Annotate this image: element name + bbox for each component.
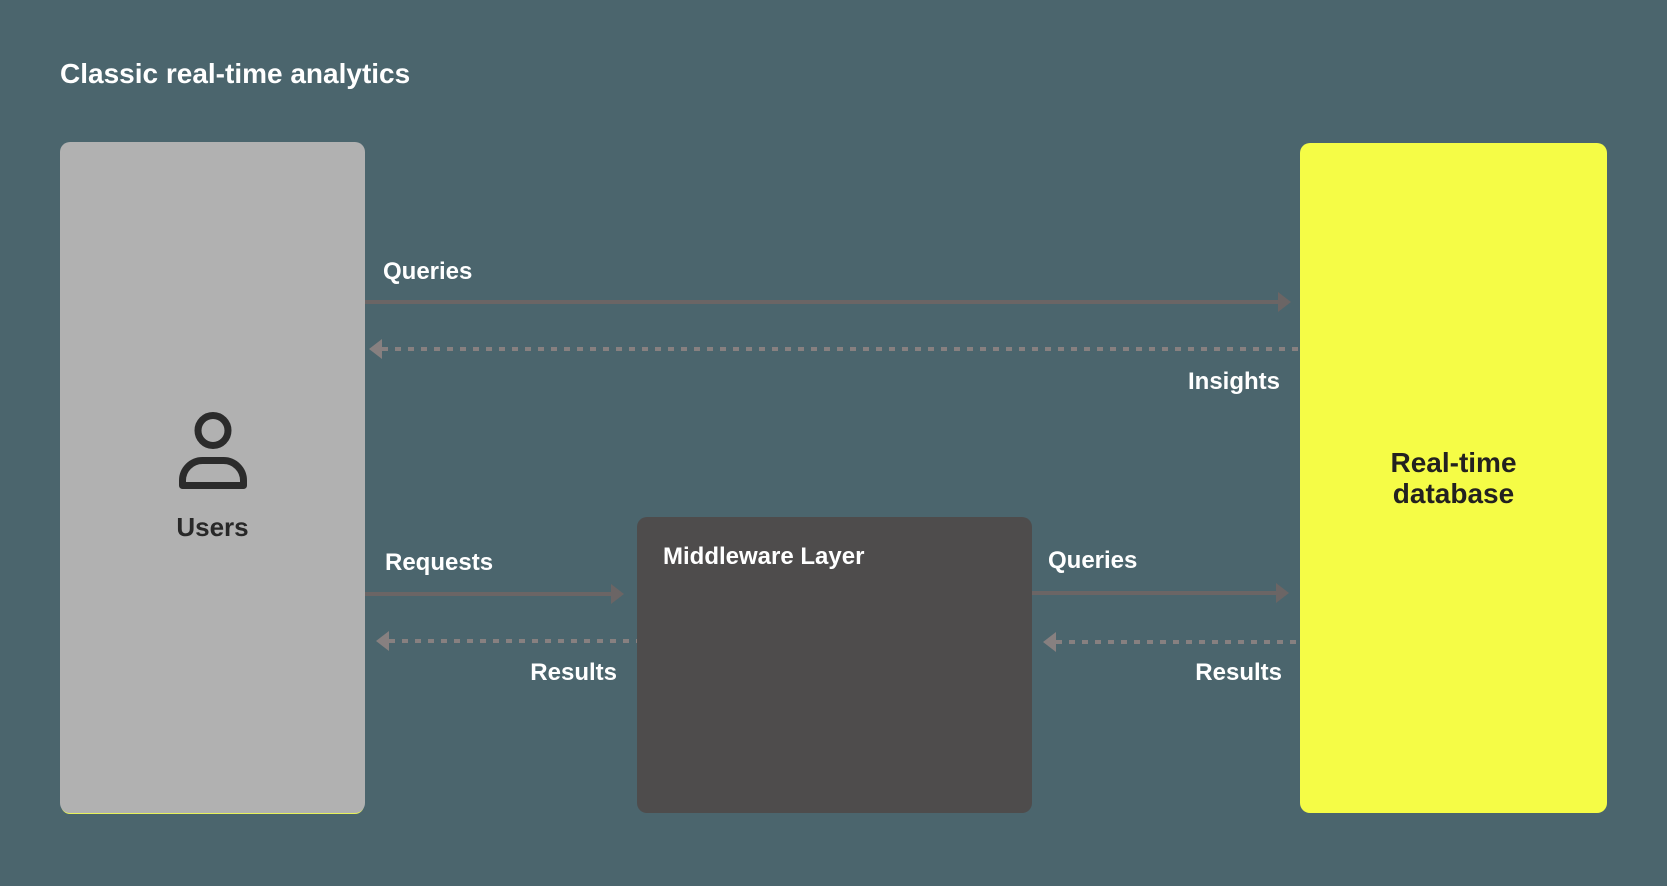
results-right-arrow <box>1043 632 1302 652</box>
edge-label-results-right: Results <box>1195 659 1282 686</box>
edge-label-queries-top: Queries <box>383 258 473 285</box>
edge-label-insights: Insights <box>1187 368 1280 395</box>
diagram-title: Classic real-time analytics <box>60 58 411 89</box>
edge-label-queries-mid: Queries <box>1048 547 1138 574</box>
edge-label-requests: Requests <box>385 549 494 576</box>
edge-label-results-left: Results <box>530 659 617 686</box>
arrow-left-icon <box>1043 632 1056 652</box>
middleware-node: Middleware Layer <box>637 517 1032 813</box>
database-label: Real-time database <box>1390 447 1517 509</box>
queries-top-arrow <box>365 292 1291 312</box>
queries-mid-arrow <box>1032 583 1289 603</box>
users-node: Users <box>60 142 365 813</box>
arrow-left-icon <box>376 631 389 651</box>
arrow-left-icon <box>369 339 382 359</box>
requests-arrow <box>365 584 624 604</box>
database-node: Real-time database <box>1300 143 1607 813</box>
results-left-arrow <box>376 631 637 651</box>
middleware-label: Middleware Layer <box>663 543 865 570</box>
insights-arrow <box>369 339 1300 359</box>
user-icon <box>178 412 247 489</box>
users-label: Users <box>176 512 249 542</box>
arrow-right-icon <box>1278 292 1291 312</box>
arrow-right-icon <box>611 584 624 604</box>
arrow-right-icon <box>1276 583 1289 603</box>
